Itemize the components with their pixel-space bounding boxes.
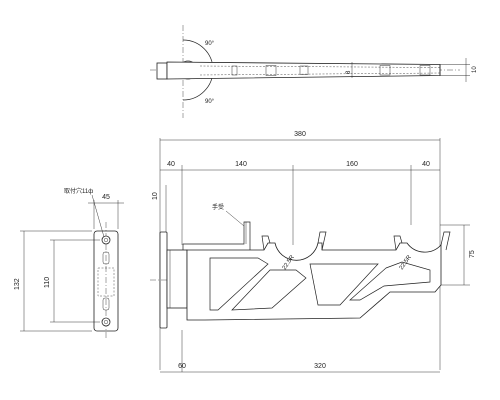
dim-40-left: 40 xyxy=(167,161,175,168)
dim-10-top-label: 10 xyxy=(472,66,478,73)
dim-bottom-60: 60 xyxy=(178,363,186,370)
dim-40-right: 40 xyxy=(422,161,430,168)
dim-10-front: 10 xyxy=(152,192,159,200)
dim-overall-380: 380 xyxy=(294,131,306,138)
top-view: 90° 90° 8 10 xyxy=(150,25,478,118)
dim-8-label: 8 xyxy=(346,70,352,74)
dim-132: 132 xyxy=(14,278,21,290)
dim-75: 75 xyxy=(469,250,476,258)
dim-110: 110 xyxy=(44,277,51,288)
front-view-bracket: 22.5R 22.5R 手受 xyxy=(150,203,451,329)
dim-160: 160 xyxy=(346,161,358,168)
hand-rest-label: 手受 xyxy=(212,203,224,211)
angle-lower-label: 90° xyxy=(205,99,215,105)
side-view: 45 取付穴11ф 132 110 xyxy=(14,187,124,340)
dim-bottom-320: 320 xyxy=(314,363,326,370)
dim-140: 140 xyxy=(235,161,247,168)
dim-45: 45 xyxy=(102,194,110,201)
mounting-hole-label: 取付穴11ф xyxy=(64,187,93,195)
angle-upper-label: 90° xyxy=(205,41,215,47)
